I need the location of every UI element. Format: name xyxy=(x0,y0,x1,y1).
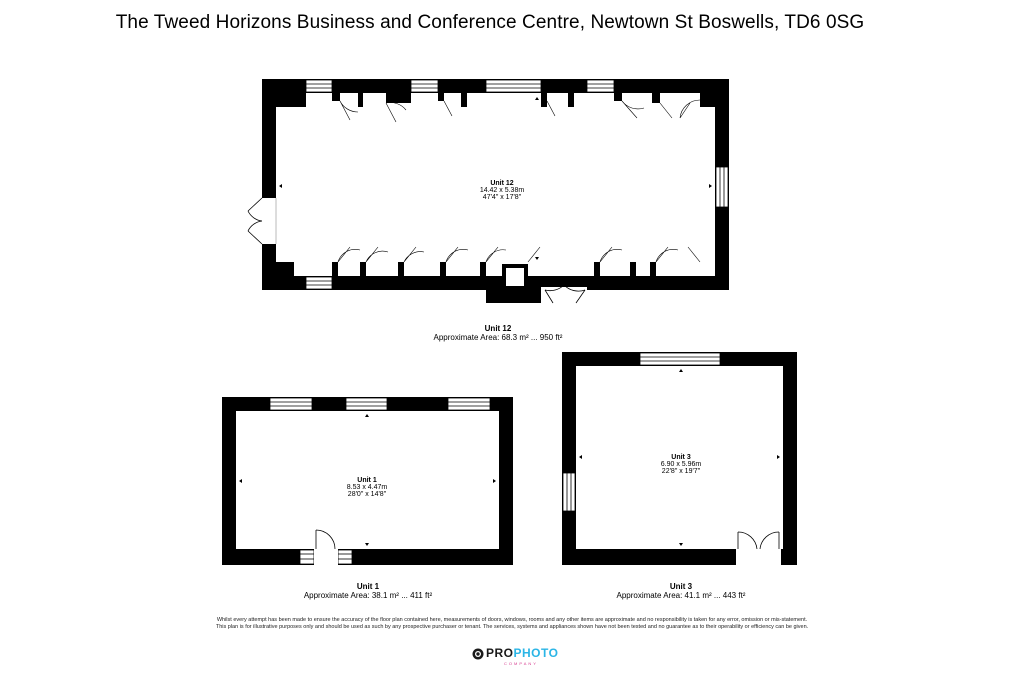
unit-12-bottom-door xyxy=(544,284,586,304)
camera-icon xyxy=(472,648,484,660)
unit-1-measure-ticks xyxy=(239,414,496,546)
unit-3-area-caption: Unit 3 Approximate Area: 41.1 m² ... 443… xyxy=(616,582,746,600)
logo-subtitle: COMPANY xyxy=(504,661,538,666)
disclaimer-line-2: This plan is for illustrative purposes o… xyxy=(215,624,809,630)
unit-12-measure-ticks xyxy=(279,97,712,260)
unit-12-bottom-door-swings xyxy=(337,246,701,263)
disclaimer-line-1: Whilst every attempt has been made to en… xyxy=(216,617,808,623)
unit-1-room-label: Unit 1 8.53 x 4.47m 28'0" x 14'8" xyxy=(346,477,388,498)
disclaimer: Whilst every attempt has been made to en… xyxy=(150,617,874,631)
unit-12-left-door-gap xyxy=(261,198,277,244)
unit-12-right-window xyxy=(715,166,729,208)
prophoto-logo: PROPHOTO COMPANY xyxy=(470,646,560,670)
unit-12-bottom-window xyxy=(305,276,333,290)
unit-12-plan xyxy=(247,79,729,304)
unit-12-area-caption: Unit 12 Approximate Area: 68.3 m² ... 95… xyxy=(433,324,563,342)
unit-3-room-label: Unit 3 6.90 x 5.96m 22'8" x 19'7" xyxy=(660,454,702,475)
unit-12-bottom-door-gap xyxy=(541,287,587,304)
unit-12-top-fixtures xyxy=(276,93,715,107)
unit-3-plan xyxy=(562,352,797,566)
unit-3-measure-ticks xyxy=(579,369,780,546)
unit-1-area-caption: Unit 1 Approximate Area: 38.1 m² ... 411… xyxy=(303,582,433,600)
unit-1-plan xyxy=(222,397,513,566)
unit-1-door-gap xyxy=(314,548,338,566)
unit-3-door xyxy=(737,531,780,550)
unit-1-door xyxy=(315,529,336,550)
unit-12-left-door xyxy=(247,197,277,245)
unit-3-door-gap xyxy=(736,548,781,566)
unit-12-room-label: Unit 12 14.42 x 5.38m 47'4" x 17'8" xyxy=(479,180,525,201)
unit-12-closet-interior xyxy=(506,268,524,286)
logo-wordmark: PROPHOTO xyxy=(486,646,559,660)
unit-1-bottom-windows xyxy=(299,549,353,565)
unit-3-top-window xyxy=(639,352,721,366)
unit-3-left-window xyxy=(562,472,576,512)
plan-title: The Tweed Horizons Business and Conferen… xyxy=(115,12,865,33)
unit-12-top-door-swings xyxy=(339,99,701,123)
unit-12-top-windows xyxy=(305,79,615,93)
unit-1-top-windows xyxy=(269,397,491,411)
